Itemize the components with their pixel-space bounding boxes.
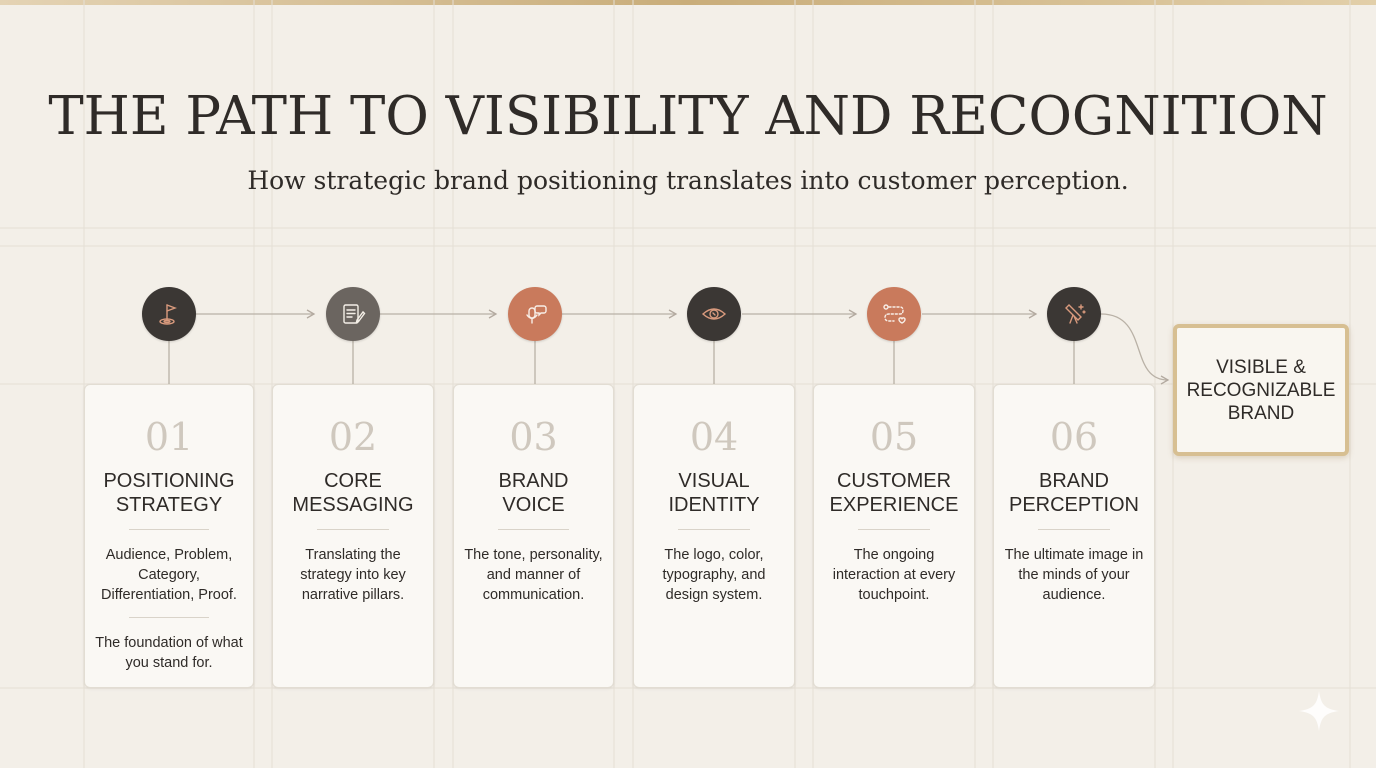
top-accent-bar xyxy=(0,0,1376,5)
step-5-icon-circle xyxy=(867,287,921,341)
step-card-3: 03 BRAND VOICE The tone, personality, an… xyxy=(453,384,614,688)
outcome-label: VISIBLE & RECOGNIZABLE BRAND xyxy=(1186,356,1336,424)
step-title: POSITIONING STRATEGY xyxy=(103,470,235,516)
step-1-icon-circle xyxy=(142,287,196,341)
journey-heart-icon xyxy=(883,304,906,324)
divider xyxy=(317,529,389,530)
step-description: The tone, personality, and manner of com… xyxy=(464,547,603,603)
flag-target-icon xyxy=(159,304,177,325)
step-description: Translating the strategy into key narrat… xyxy=(300,547,406,603)
sparkle-icon xyxy=(1299,691,1339,731)
divider xyxy=(858,529,930,530)
step-title: BRAND PERCEPTION xyxy=(1008,470,1140,516)
step-title: BRAND VOICE xyxy=(498,470,569,516)
divider xyxy=(498,529,569,530)
step-number: 06 xyxy=(1049,415,1099,459)
step-note: The foundation of what you stand for. xyxy=(95,635,243,671)
step-card-2: 02 CORE MESSAGING Translating the strate… xyxy=(272,384,434,688)
page-title: THE PATH TO VISIBILITY AND RECOGNITION xyxy=(48,86,1328,147)
outcome-box: VISIBLE & RECOGNIZABLE BRAND xyxy=(1173,324,1349,456)
step-card-6: 06 BRAND PERCEPTION The ultimate image i… xyxy=(993,384,1155,688)
step-description: Audience, Problem, Category, Differentia… xyxy=(101,547,237,603)
eye-icon xyxy=(701,308,727,320)
step-title: VISUAL IDENTITY xyxy=(668,470,760,516)
step-number: 03 xyxy=(509,415,558,459)
step-title: CUSTOMER EXPERIENCE xyxy=(829,470,959,516)
step-title: CORE MESSAGING xyxy=(292,470,414,516)
divider xyxy=(129,529,209,530)
step-description: The logo, color, typography, and design … xyxy=(662,547,766,603)
divider xyxy=(1038,529,1110,530)
microphone-speech-icon xyxy=(526,305,547,324)
step-number: 01 xyxy=(144,415,194,459)
document-pen-icon xyxy=(343,304,366,324)
step-4-icon-circle xyxy=(687,287,741,341)
step-6-icon-circle xyxy=(1047,287,1101,341)
step-card-5: 05 CUSTOMER EXPERIENCE The ongoing inter… xyxy=(813,384,975,688)
step-number: 04 xyxy=(689,415,739,459)
step-number: 02 xyxy=(328,415,378,459)
telescope-stars-icon xyxy=(1065,304,1086,324)
step-2-icon-circle xyxy=(326,287,380,341)
page-subtitle: How strategic brand positioning translat… xyxy=(247,166,1129,195)
step-description: The ongoing interaction at every touchpo… xyxy=(832,547,956,603)
step-card-4: 04 VISUAL IDENTITY The logo, color, typo… xyxy=(633,384,795,688)
step-card-1: 01 POSITIONING STRATEGY Audience, Proble… xyxy=(84,384,254,688)
step-3-icon-circle xyxy=(508,287,562,341)
divider xyxy=(129,617,209,618)
step-description: The ultimate image in the minds of your … xyxy=(1004,547,1144,603)
step-number: 05 xyxy=(869,415,919,459)
arrow-6-outcome xyxy=(1100,313,1170,385)
divider xyxy=(678,529,750,530)
